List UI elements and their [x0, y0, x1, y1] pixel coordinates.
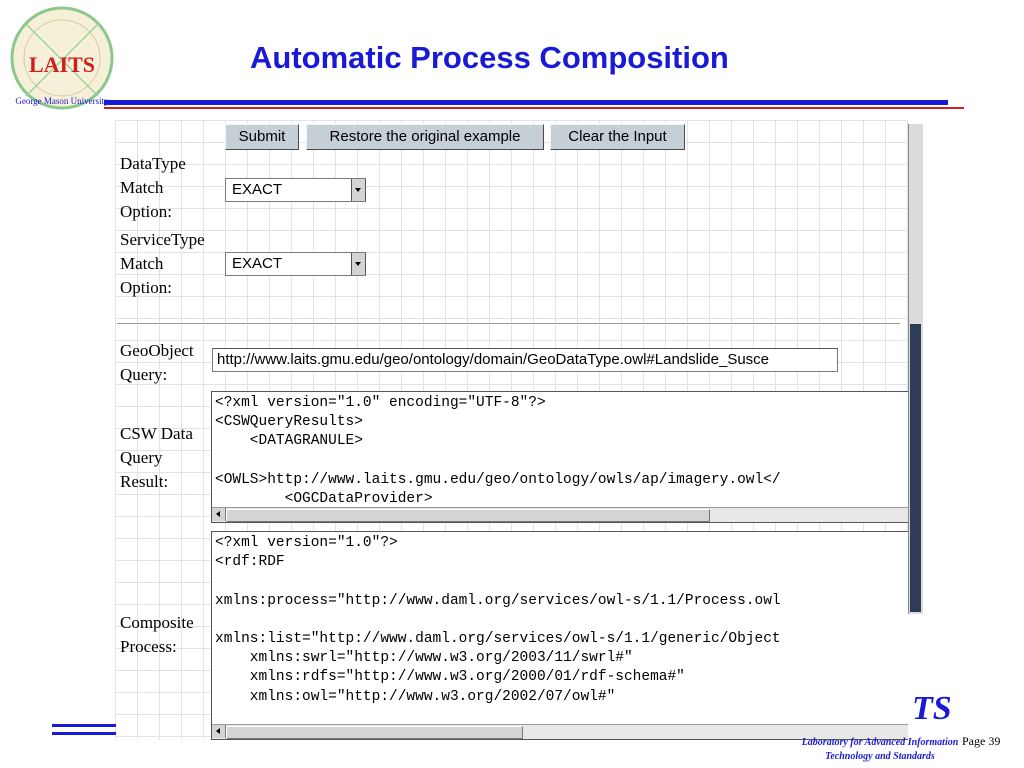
footer-rule — [52, 724, 116, 740]
servicetype-label-line2: Match — [120, 254, 164, 273]
chevron-down-icon[interactable] — [351, 179, 366, 201]
composite-process-textarea[interactable]: <?xml version="1.0"?> <rdf:RDF xmlns:pro… — [211, 531, 908, 740]
datatype-label-line3: Option: — [120, 202, 172, 221]
footer-org-line2: Technology and Standards — [825, 751, 935, 762]
csw-query-result-text: <?xml version="1.0" encoding="UTF-8"?> <… — [215, 395, 781, 508]
servicetype-label-line1: ServiceType — [120, 230, 205, 249]
csw-horizontal-scrollbar[interactable] — [212, 507, 908, 522]
svg-text:George Mason University: George Mason University — [15, 96, 109, 106]
footer-logo-fragment: TS — [912, 690, 952, 727]
datatype-match-value: EXACT — [232, 181, 283, 198]
page-scroll-thumb[interactable] — [910, 324, 921, 612]
composite-label-line2: Process: — [120, 637, 177, 656]
composite-label-line1: Composite — [120, 613, 194, 632]
composite-horizontal-scrollbar[interactable] — [212, 724, 908, 739]
csw-scroll-thumb[interactable] — [226, 509, 710, 522]
clear-input-button[interactable]: Clear the Input — [550, 124, 685, 150]
servicetype-match-value: EXACT — [232, 255, 283, 272]
footer-organization: Laboratory for Advanced Information Tech… — [780, 736, 980, 764]
chevron-down-icon[interactable] — [351, 253, 366, 275]
datatype-label-line2: Match — [120, 178, 164, 197]
form-divider — [117, 323, 900, 325]
composite-process-text: <?xml version="1.0"?> <rdf:RDF xmlns:pro… — [215, 535, 781, 705]
title-rule-red — [104, 107, 964, 109]
svg-text:LAITS: LAITS — [29, 52, 95, 77]
datatype-label-line1: DataType — [120, 154, 186, 173]
csw-query-result-textarea[interactable]: <?xml version="1.0" encoding="UTF-8"?> <… — [211, 391, 908, 523]
scroll-left-icon[interactable] — [212, 725, 226, 738]
servicetype-match-select[interactable]: EXACT — [225, 252, 366, 276]
restore-example-button[interactable]: Restore the original example — [306, 124, 544, 150]
csw-label-line3: Result: — [120, 472, 169, 491]
composite-scroll-thumb[interactable] — [226, 726, 523, 739]
page-number: Page 39 — [962, 734, 1001, 748]
slide-title: Automatic Process Composition — [250, 40, 729, 75]
csw-label-line2: Query — [120, 448, 163, 467]
geoobject-query-input[interactable]: http://www.laits.gmu.edu/geo/ontology/do… — [212, 348, 838, 372]
geoobject-label-line2: Query: — [120, 365, 168, 384]
laits-logo: LAITS George Mason University — [10, 6, 114, 110]
page-vertical-scrollbar[interactable] — [908, 124, 923, 614]
submit-button[interactable]: Submit — [225, 124, 299, 150]
geoobject-label-line1: GeoObject — [120, 341, 194, 360]
csw-label-line1: CSW Data — [120, 424, 193, 443]
title-rule-blue — [104, 100, 948, 105]
datatype-match-select[interactable]: EXACT — [225, 178, 366, 202]
composition-form: Submit Restore the original example Clea… — [115, 120, 908, 740]
scroll-left-icon[interactable] — [212, 508, 226, 521]
servicetype-label-line3: Option: — [120, 278, 172, 297]
footer-org-line1: Laboratory for Advanced Information — [801, 737, 959, 748]
